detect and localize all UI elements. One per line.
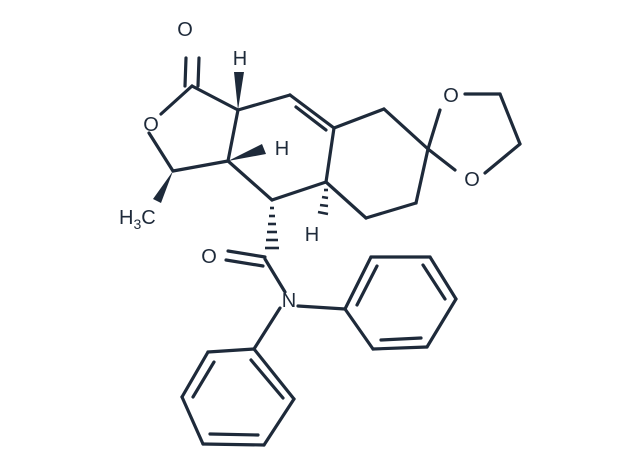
amide-oxygen: O <box>201 246 217 268</box>
stereo-bonds <box>153 72 266 203</box>
dioxolane-oxygen-bottom: O <box>464 169 480 191</box>
hydrogen-lower: H <box>305 224 319 246</box>
hydrogen-top: H <box>233 48 247 70</box>
atom-labels: O O H3C O O H H H O N <box>119 19 480 312</box>
amide-nitrogen: N <box>282 290 296 312</box>
bond-lines <box>147 56 522 447</box>
lactone-ring-oxygen: O <box>143 114 159 136</box>
dioxolane-oxygen-top: O <box>443 85 459 107</box>
hydrogen-junction: H <box>275 138 289 160</box>
hashed-bonds <box>265 188 329 250</box>
lactone-carbonyl-oxygen: O <box>177 19 193 41</box>
methyl-label: H3C <box>119 207 156 232</box>
